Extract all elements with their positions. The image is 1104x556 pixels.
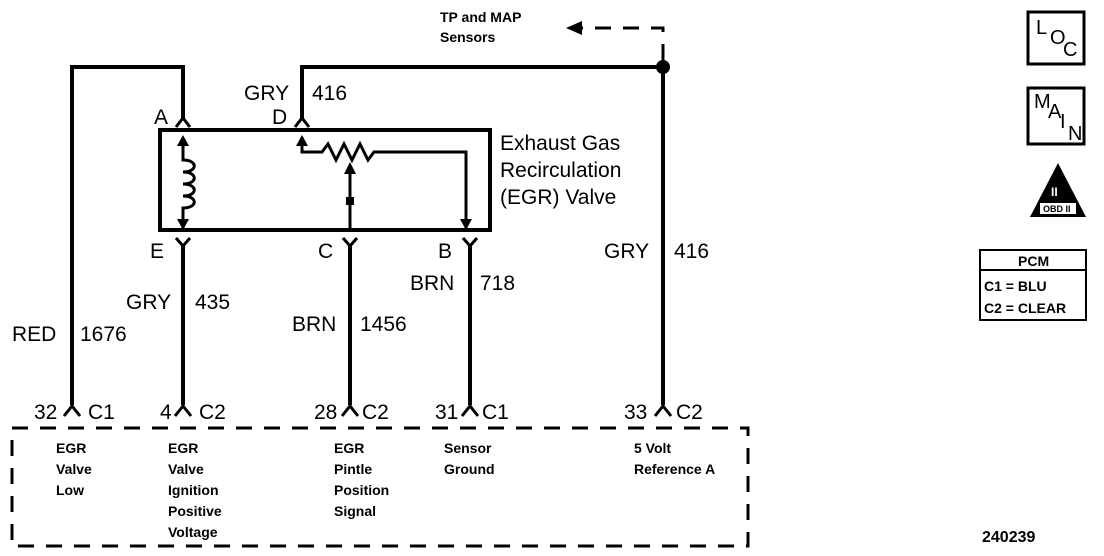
pcm-pin-4: 4 <box>160 401 172 424</box>
pcm-conn-32: C1 <box>88 401 115 424</box>
loc-icon[interactable] <box>1026 10 1086 66</box>
pot-ground-arrow-icon <box>460 219 472 230</box>
sensor-feed-dashed <box>578 26 665 60</box>
sensors-label-line1: TP and MAP <box>440 9 521 25</box>
pin-label-C: C <box>318 240 333 263</box>
pcm-pin-33: 33 <box>624 401 647 424</box>
pcm-legend-title: PCM <box>1018 253 1049 269</box>
pin-label-B: B <box>438 240 452 263</box>
wire-color-718: BRN <box>410 272 454 295</box>
pcm-connector-symbols <box>62 403 673 417</box>
pcm-desc-4-line4: Positive <box>168 503 222 519</box>
main-icon[interactable] <box>1026 86 1086 146</box>
wire-id-416-upper: 416 <box>312 82 347 105</box>
wire-416-path <box>300 65 665 405</box>
pin-label-E: E <box>150 240 164 263</box>
pin-D-symbol <box>293 115 311 128</box>
obd-numeral: II <box>1051 185 1058 199</box>
component-name-line2: Recirculation <box>500 159 621 182</box>
wire-color-416-lower: GRY <box>604 240 649 263</box>
pcm-conn-33: C2 <box>676 401 703 424</box>
obd-text: OBD II <box>1043 204 1071 214</box>
loc-letter-c: C <box>1063 39 1077 61</box>
pcm-desc-32-line2: Valve <box>56 461 92 477</box>
sensors-label-line2: Sensors <box>440 29 495 45</box>
wiper-mark <box>346 197 354 205</box>
pcm-pin-4-symbol <box>173 403 193 417</box>
egr-valve <box>158 128 492 232</box>
pcm-pin-31: 31 <box>435 401 458 424</box>
pcm-desc-32-line1: EGR <box>56 440 86 456</box>
valve-connector-symbols <box>174 115 479 249</box>
sensor-arrow-icon <box>566 21 582 35</box>
pin-A-symbol <box>174 115 192 128</box>
component-name-line1: Exhaust Gas <box>500 132 620 155</box>
pcm-desc-28-line1: EGR <box>334 440 364 456</box>
wire-id-718: 718 <box>480 272 515 295</box>
pcm-conn-4: C2 <box>199 401 226 424</box>
pin-label-A: A <box>154 106 168 129</box>
loc-letter-l: L <box>1036 17 1047 39</box>
wire-color-416-upper: GRY <box>244 82 289 105</box>
pcm-pin-33-symbol <box>653 403 673 417</box>
pcm-desc-28-line3: Position <box>334 482 389 498</box>
figure-id: 240239 <box>982 529 1035 546</box>
loc-button[interactable]: L O C <box>1026 10 1086 66</box>
pcm-desc-4-line2: Valve <box>168 461 204 477</box>
main-letter-a: A <box>1048 101 1062 123</box>
pcm-desc-4-line1: EGR <box>168 440 198 456</box>
pcm-legend-c2: C2 = CLEAR <box>984 300 1066 316</box>
pot-arrow-icon <box>296 135 308 146</box>
pcm-desc-31-line2: Ground <box>444 461 495 477</box>
main-button[interactable]: M A I N <box>1026 86 1086 146</box>
pcm-legend-c1: C1 = BLU <box>984 278 1047 294</box>
pcm-pin-28: 28 <box>314 401 337 424</box>
wiring <box>70 21 670 405</box>
solenoid-coil-icon <box>181 138 196 228</box>
pcm-desc-28-line4: Signal <box>334 503 376 519</box>
pin-label-D: D <box>272 106 287 129</box>
wire-color-1676: RED <box>12 323 56 346</box>
main-letter-n: N <box>1068 123 1082 145</box>
wire-id-1676: 1676 <box>80 323 127 346</box>
pcm-conn-28: C2 <box>362 401 389 424</box>
wire-id-416-lower: 416 <box>674 240 709 263</box>
pcm-pin-28-symbol <box>340 403 360 417</box>
pcm-legend-box <box>979 249 1087 321</box>
pcm-desc-4-line5: Voltage <box>168 524 218 540</box>
pcm-desc-28-line2: Pintle <box>334 461 372 477</box>
wire-id-435: 435 <box>195 291 230 314</box>
pintle-potentiometer-icon <box>300 137 468 228</box>
pcm-conn-31: C1 <box>482 401 509 424</box>
pcm-pin-32-symbol <box>62 403 82 417</box>
pcm-desc-4-line3: Ignition <box>168 482 219 498</box>
obd-label-box <box>1040 203 1076 214</box>
loc-letter-o: O <box>1050 27 1066 49</box>
coil-arrow-up-icon <box>177 135 189 146</box>
splice-dot <box>656 60 670 74</box>
coil-arrow-down-icon <box>177 219 189 230</box>
pcm-pin-32: 32 <box>34 401 57 424</box>
pcm-boundary <box>10 426 750 548</box>
main-letter-m: M <box>1034 91 1051 113</box>
wire-1676-path <box>70 65 185 405</box>
pcm-desc-32-line3: Low <box>56 482 84 498</box>
wire-id-1456: 1456 <box>360 313 407 336</box>
pcm-pin-31-symbol <box>460 403 480 417</box>
pin-B-symbol <box>461 237 479 249</box>
component-name-line3: (EGR) Valve <box>500 186 616 209</box>
obd-ii-logo: II OBD II <box>1030 163 1086 217</box>
pcm-legend: PCM C1 = BLU C2 = CLEAR <box>979 249 1087 321</box>
wiper-arrow-icon <box>344 162 356 174</box>
pin-E-symbol <box>174 237 192 249</box>
pcm-desc-33-line1: 5 Volt <box>634 440 671 456</box>
egr-valve-body <box>158 128 492 232</box>
pcm-desc-31-line1: Sensor <box>444 440 492 456</box>
main-letter-i: I <box>1060 111 1066 133</box>
pin-C-symbol <box>341 237 359 249</box>
wire-color-435: GRY <box>126 291 171 314</box>
wire-color-1456: BRN <box>292 313 336 336</box>
pcm-desc-33-line2: Reference A <box>634 461 715 477</box>
